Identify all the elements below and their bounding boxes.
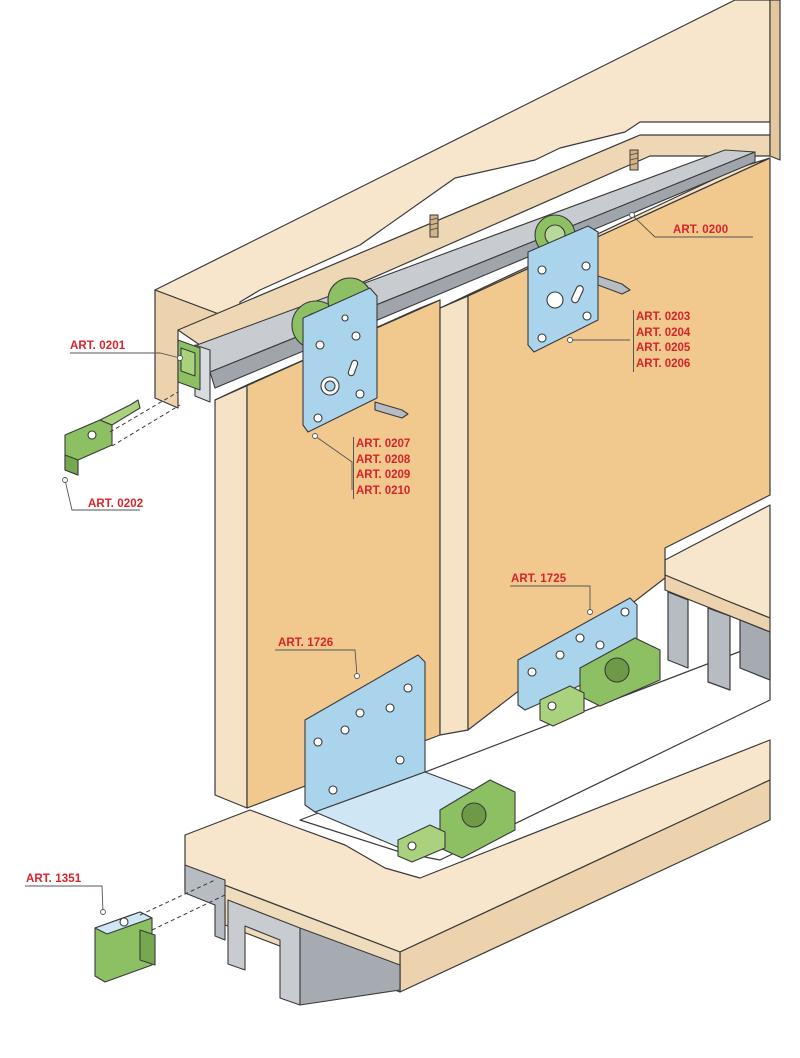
label-art-0201: ART. 0201 [70, 340, 126, 352]
art-1726-guide [304, 654, 516, 863]
leader-art-0207 [314, 435, 353, 490]
label-art-0207: ART. 0207 [356, 438, 411, 450]
label-art-1725: ART. 1725 [511, 573, 567, 585]
label-art-0208: ART. 0208 [356, 453, 411, 466]
label-art-0210: ART. 0210 [356, 484, 411, 497]
label-art-0203-group: ART. 0203 ART. 0204 ART. 0205 ART. 0206 [633, 310, 690, 372]
label-art-1726: ART. 1726 [278, 637, 334, 649]
art-1351-leader-dash-2 [151, 894, 226, 931]
leader-art-1351 [25, 885, 104, 913]
label-art-0203: ART. 0203 [636, 311, 691, 323]
art-0202-leader-dash-2 [111, 404, 181, 447]
label-art-1351: ART. 1351 [26, 873, 82, 885]
leader-dots [62, 212, 635, 915]
leader-art-0202 [64, 479, 140, 511]
label-art-0209: ART. 0209 [356, 469, 411, 481]
track-screw-icon [429, 149, 639, 238]
leader-art-0200 [631, 214, 753, 238]
leader-lines [25, 214, 753, 913]
bottom-track [184, 864, 401, 1006]
art-0207-hanger [291, 277, 409, 433]
label-art-0205: ART. 0205 [636, 342, 691, 354]
art-0202-bracket [64, 399, 141, 476]
art-0203-hanger [527, 214, 631, 353]
right-shelf [664, 504, 771, 691]
leader-art-0201 [70, 352, 181, 359]
art-1725-guide [517, 597, 661, 727]
art-0202-leader-dash [109, 391, 179, 433]
label-art-0202: ART. 0202 [88, 498, 144, 510]
leader-art-1726 [275, 649, 358, 677]
label-art-0204: ART. 0204 [636, 326, 691, 339]
art-0201-stop [177, 339, 201, 391]
label-art-0206: ART. 0206 [636, 357, 691, 370]
label-art-0200: ART. 0200 [673, 224, 729, 236]
label-art-0207-group: ART. 0207 ART. 0208 ART. 0209 ART. 0210 [353, 437, 410, 499]
leader-art-1725 [510, 585, 591, 612]
art-1351-cap [94, 911, 156, 983]
